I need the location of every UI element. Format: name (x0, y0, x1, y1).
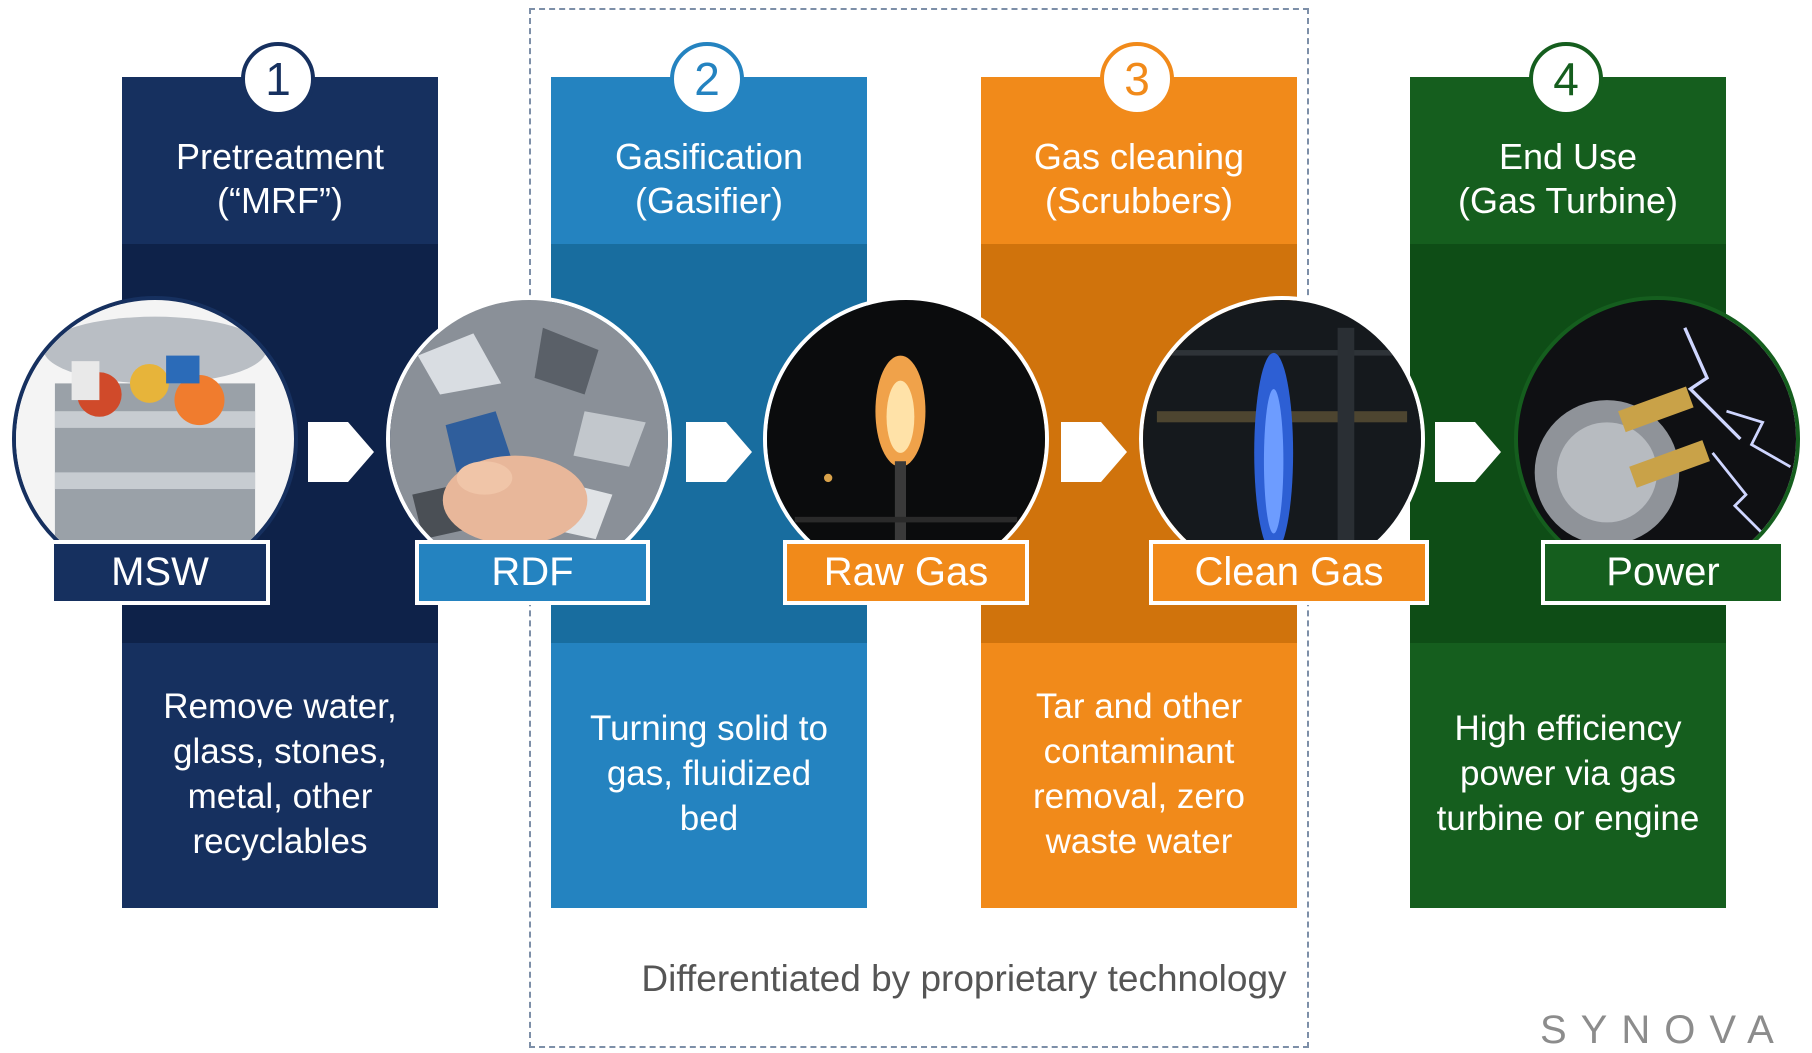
stage-1-number-badge: 1 (241, 42, 315, 116)
stage-3-desc-line: waste water (1045, 822, 1233, 861)
stage-1-title-line2: (“MRF”) (217, 180, 343, 221)
stage-4-title: End Use (Gas Turbine) (1410, 135, 1726, 223)
stage-1-desc-line: metal, other (187, 777, 373, 816)
product-label-clean-gas: Clean Gas (1149, 540, 1429, 605)
stage-4-description-panel (1410, 643, 1726, 908)
stage-2-title: Gasification (Gasifier) (551, 135, 867, 223)
stage-4-desc-line: High efficiency (1454, 709, 1682, 748)
stage-4-title-line2: (Gas Turbine) (1457, 180, 1679, 221)
stage-1-desc-line: glass, stones, (173, 732, 387, 771)
stage-2-title-line1: Gasification (614, 136, 804, 177)
stage-2-desc-line: gas, fluidized (606, 754, 812, 793)
blue-flame-photo (1139, 296, 1425, 582)
stage-2-desc-line: bed (679, 799, 739, 838)
stage-3-description-panel (981, 643, 1297, 908)
stage-3-title: Gas cleaning (Scrubbers) (981, 135, 1297, 223)
stage-2-desc-line: Turning solid to (590, 709, 828, 748)
stage-2-number-badge: 2 (670, 42, 744, 116)
waste-bin-photo (12, 296, 298, 582)
product-label-raw-gas: Raw Gas (783, 540, 1029, 605)
stage-1-title: Pretreatment (“MRF”) (122, 135, 438, 223)
product-label-rdf: RDF (415, 540, 650, 605)
chevron-right-arrow-icon (308, 422, 374, 482)
stage-3-desc-line: Tar and other (1035, 687, 1243, 726)
stage-3-desc-line: removal, zero (1032, 777, 1246, 816)
flare-flame-photo (763, 296, 1049, 582)
stage-1-desc-line: recyclables (192, 822, 368, 861)
chevron-right-arrow-icon (686, 422, 752, 482)
stage-3-number-badge: 3 (1100, 42, 1174, 116)
stage-1-description-panel (122, 643, 438, 908)
stage-2-description: Turning solid to gas, fluidized bed (551, 706, 867, 841)
proprietary-technology-caption: Differentiated by proprietary technology (641, 958, 1287, 999)
stage-1-description: Remove water, glass, stones, metal, othe… (122, 684, 438, 864)
stage-4-description: High efficiency power via gas turbine or… (1410, 706, 1726, 841)
stage-3-desc-line: contaminant (1043, 732, 1235, 771)
stage-4-desc-line: turbine or engine (1436, 799, 1700, 838)
stage-1-desc-line: Remove water, (163, 687, 397, 726)
stage-4-number-badge: 4 (1529, 42, 1603, 116)
product-label-msw: MSW (50, 540, 270, 605)
chevron-right-arrow-icon (1061, 422, 1127, 482)
stage-3-description: Tar and other contaminant removal, zero … (981, 684, 1297, 864)
product-label-power: Power (1541, 540, 1785, 605)
chevron-right-arrow-icon (1435, 422, 1501, 482)
stage-2-title-line2: (Gasifier) (634, 180, 783, 221)
stage-2-description-panel (551, 643, 867, 908)
stage-4-desc-line: power via gas (1460, 754, 1676, 793)
shredded-waste-photo (386, 296, 672, 582)
stage-1-title-line1: Pretreatment (175, 136, 385, 177)
stage-3-title-line2: (Scrubbers) (1044, 180, 1234, 221)
stage-3-title-line1: Gas cleaning (1033, 136, 1245, 177)
power-plug-lightning-photo (1514, 296, 1800, 582)
stage-4-title-line1: End Use (1498, 136, 1638, 177)
